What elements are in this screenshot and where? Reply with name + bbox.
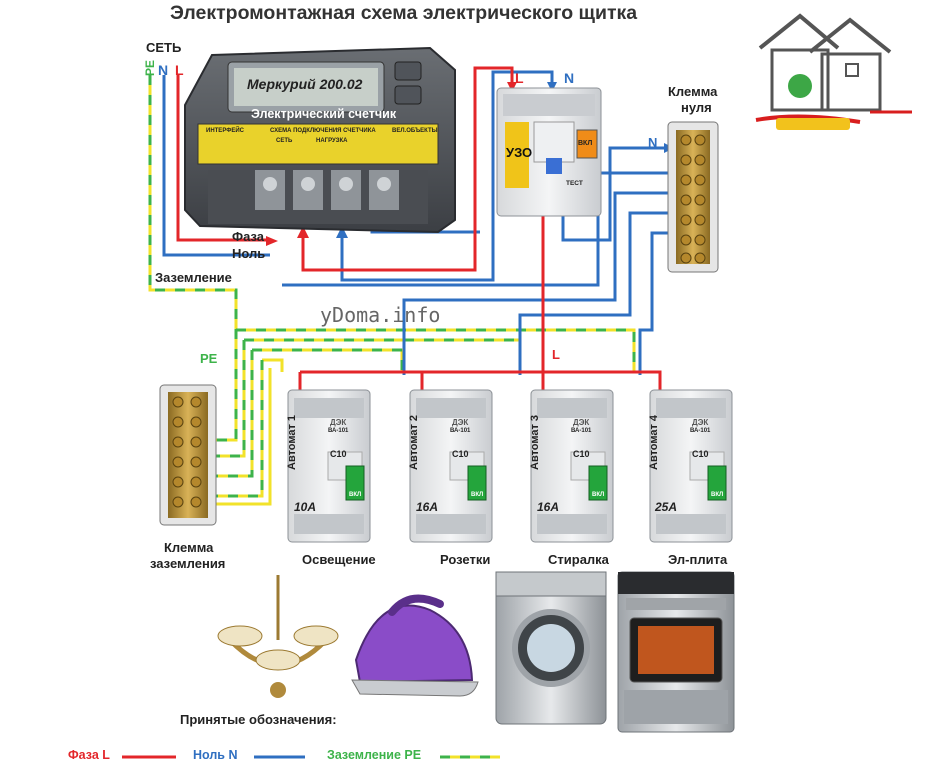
breaker-2-load: Розетки — [440, 552, 491, 567]
breaker-2-spec: C10 — [452, 449, 469, 459]
ground-bus-label-2: заземления — [150, 556, 226, 571]
neutral-bus-n-letter: N — [648, 135, 658, 150]
uzo-top-l: L — [515, 70, 524, 86]
meter-strip-sub-0: СЕТЬ — [276, 138, 293, 144]
ground-bus-pe-letters: PE — [200, 351, 218, 366]
legend-phase: Фаза L — [68, 748, 110, 762]
breaker-bodies — [287, 389, 733, 543]
washing-machine-icon — [495, 571, 607, 725]
page-title: Электромонтажная схема электрического щи… — [170, 2, 638, 24]
breaker-2-rating: 16A — [416, 500, 439, 514]
neutral-bus-bar — [667, 121, 719, 273]
breaker-1-vkl: ВКЛ — [349, 492, 362, 498]
uzo-test: ТЕСТ — [566, 180, 583, 187]
ground-bus-label-1: Клемма — [164, 540, 214, 555]
meter-strip-label-2: ВЕЛ.ОБЪЕКТЫ — [392, 128, 438, 134]
breaker-1-load: Освещение — [302, 552, 376, 567]
uzo-vkl: ВКЛ — [578, 140, 593, 147]
neutral-bus-label-1: Клемма — [668, 84, 718, 99]
ground-wire-label: Заземление — [155, 270, 232, 285]
breaker-4-vkl: ВКЛ — [711, 492, 724, 498]
electric-meter — [184, 46, 456, 234]
breaker-1-name: Автомат 1 — [286, 414, 298, 470]
legend-neutral: Ноль N — [193, 748, 238, 762]
breaker-4-brand: ДЭК — [692, 418, 709, 427]
iron-icon — [351, 594, 479, 697]
network-n-letter: N — [158, 62, 169, 78]
electric-stove-icon — [617, 571, 735, 733]
meter-strip-label-0: ИНТЕРФЕЙС — [206, 128, 245, 134]
breaker-3-rating: 16A — [537, 500, 560, 514]
legend-title: Принятые обозначения: — [180, 712, 337, 727]
meter-strip-label-1: СХЕМА ПОДКЛЮЧЕНИЯ СЧЕТЧИКА — [270, 128, 376, 134]
meter-caption: Электрический счетчик — [251, 107, 397, 121]
neutral-wires — [162, 70, 668, 375]
breaker-2-brand: ДЭК — [452, 418, 469, 427]
breaker-4-load: Эл-плита — [668, 552, 728, 567]
network-pe-letters: PE — [143, 60, 157, 77]
breaker-3-brand: ДЭК — [573, 418, 590, 427]
breaker-1-brand: ДЭК — [330, 418, 347, 427]
neutral-bus-label-2: нуля — [681, 100, 712, 115]
meter-faza-label: Фаза — [232, 229, 265, 244]
breaker-4-name: Автомат 4 — [648, 414, 660, 470]
breaker-3-name: Автомат 3 — [529, 414, 541, 470]
breaker-1-model: ВА-101 — [328, 428, 349, 434]
meter-nol-label: Ноль — [232, 246, 266, 261]
meter-strip-sub-1: НАГРУЗКА — [316, 138, 348, 144]
watermark: yDoma.info — [320, 303, 441, 327]
uzo-top-n: N — [564, 70, 575, 86]
breaker-2-vkl: ВКЛ — [471, 492, 484, 498]
breaker-2-model: ВА-101 — [450, 428, 471, 434]
meter-model: Меркурий 200.02 — [247, 76, 363, 92]
breaker-1-rating: 10A — [294, 500, 317, 514]
breaker-3-spec: C10 — [573, 449, 590, 459]
chandelier-icon — [217, 575, 339, 698]
breaker-3-vkl: ВКЛ — [592, 492, 605, 498]
breaker-1-spec: C10 — [330, 449, 347, 459]
house-logo-icon — [755, 13, 912, 130]
ground-bus-bar — [159, 384, 217, 526]
uzo-label: УЗО — [506, 145, 533, 160]
breaker-4-spec: C10 — [692, 449, 709, 459]
breaker-2-name: Автомат 2 — [408, 414, 420, 470]
breaker-3-model: ВА-101 — [571, 428, 592, 434]
breaker-3-load: Стиралка — [548, 552, 609, 567]
network-l-letter: L — [175, 62, 184, 78]
main-phase-l-letter: L — [552, 347, 560, 362]
breaker-4-rating: 25A — [655, 500, 678, 514]
legend-ground: Заземление PE — [327, 748, 422, 762]
uzo-device — [496, 87, 602, 217]
breaker-4-model: ВА-101 — [690, 428, 711, 434]
network-label: СЕТЬ — [146, 40, 182, 55]
